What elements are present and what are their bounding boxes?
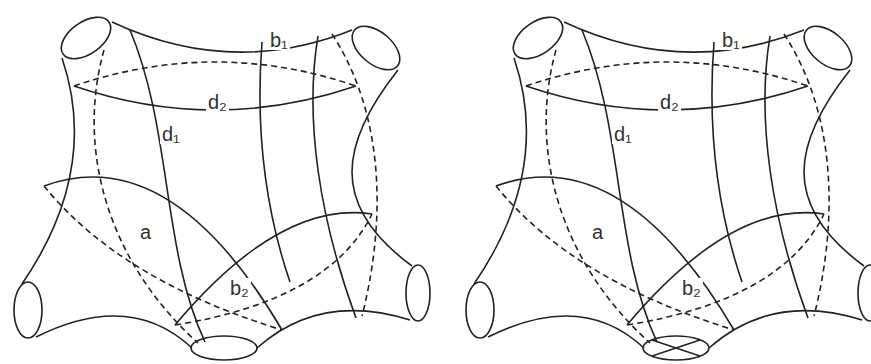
crosscap-boundary (643, 336, 709, 360)
curve-label: d₂ (658, 92, 681, 112)
curve-label: b₁ (268, 30, 290, 50)
curve-label: b₂ (680, 278, 703, 298)
curve-label: a (138, 222, 153, 242)
curve-label: a (590, 222, 605, 242)
curve-label: d₂ (206, 92, 229, 112)
boundary-circle (191, 336, 257, 360)
surface-left (14, 9, 430, 348)
surface-right (466, 9, 871, 348)
curve-label: d₁ (160, 124, 182, 144)
curve-label: b₂ (228, 278, 251, 298)
crosscap-cross (652, 340, 700, 356)
curve-label: d₁ (612, 124, 634, 144)
curve-label: b₁ (720, 30, 742, 50)
